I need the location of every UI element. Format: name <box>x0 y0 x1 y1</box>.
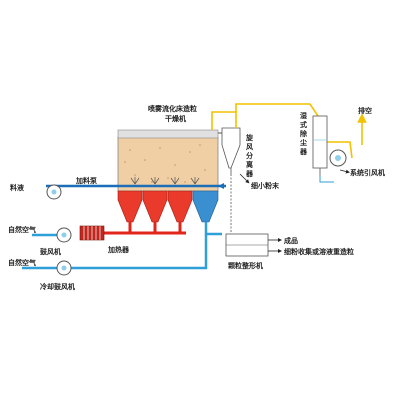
hoppers <box>117 190 219 223</box>
cyclone-label: 旋 风 分 离 器 <box>245 133 254 178</box>
feed-pump-label: 加料泵 <box>75 176 97 185</box>
cyclone-char-3: 分 <box>246 151 253 160</box>
exhaust-path <box>211 103 367 159</box>
product-label: 成品 <box>284 236 298 245</box>
pump-icon <box>46 184 62 200</box>
blower-label: 鼓风机 <box>40 247 61 256</box>
natural-air-label-2: 自然空气 <box>8 258 36 267</box>
fines-return-label: 细粉收集或溶液重造粒 <box>284 247 354 256</box>
wet-dust-label: 湿 式 除 尘 器 <box>299 111 308 156</box>
dryer-title-1: 喷雾流化床造粒 <box>148 104 197 113</box>
wet-dust-char-2: 式 <box>300 120 307 129</box>
cyclone-char-4: 离 <box>246 160 253 169</box>
wet-dust-char-1: 湿 <box>300 111 307 120</box>
cyclone-char-2: 风 <box>246 142 253 151</box>
natural-air-label-1: 自然空气 <box>8 225 36 234</box>
dryer-chamber <box>117 129 219 192</box>
wet-dust-char-4: 尘 <box>300 138 307 147</box>
exhaust-label: 排空 <box>358 106 372 115</box>
heater-label: 加热器 <box>107 245 130 254</box>
wet-dust-collector <box>312 115 334 183</box>
fan-icon <box>56 149 347 276</box>
cooling-blower-label: 冷却鼓风机 <box>40 282 75 291</box>
heater-coil-icon <box>79 225 105 241</box>
system-fan-label: 系统引风机 <box>350 168 385 177</box>
fine-powder-label: 细小粉末 <box>251 181 280 190</box>
arrow-icon <box>239 169 350 253</box>
feed-liquid-label: 料液 <box>10 183 25 192</box>
granulator <box>225 174 269 257</box>
dryer-title-2: 干燥机 <box>165 114 186 123</box>
wet-dust-char-5: 器 <box>299 147 308 156</box>
granulator-label: 颗粒整形机 <box>228 261 263 270</box>
cyclone-char-5: 器 <box>245 169 254 178</box>
feed-line <box>46 183 226 189</box>
cyclone-separator <box>218 127 241 174</box>
cold-air-line <box>22 222 222 270</box>
cyclone-char-1: 旋 <box>245 133 254 142</box>
wet-dust-char-3: 除 <box>300 129 308 138</box>
